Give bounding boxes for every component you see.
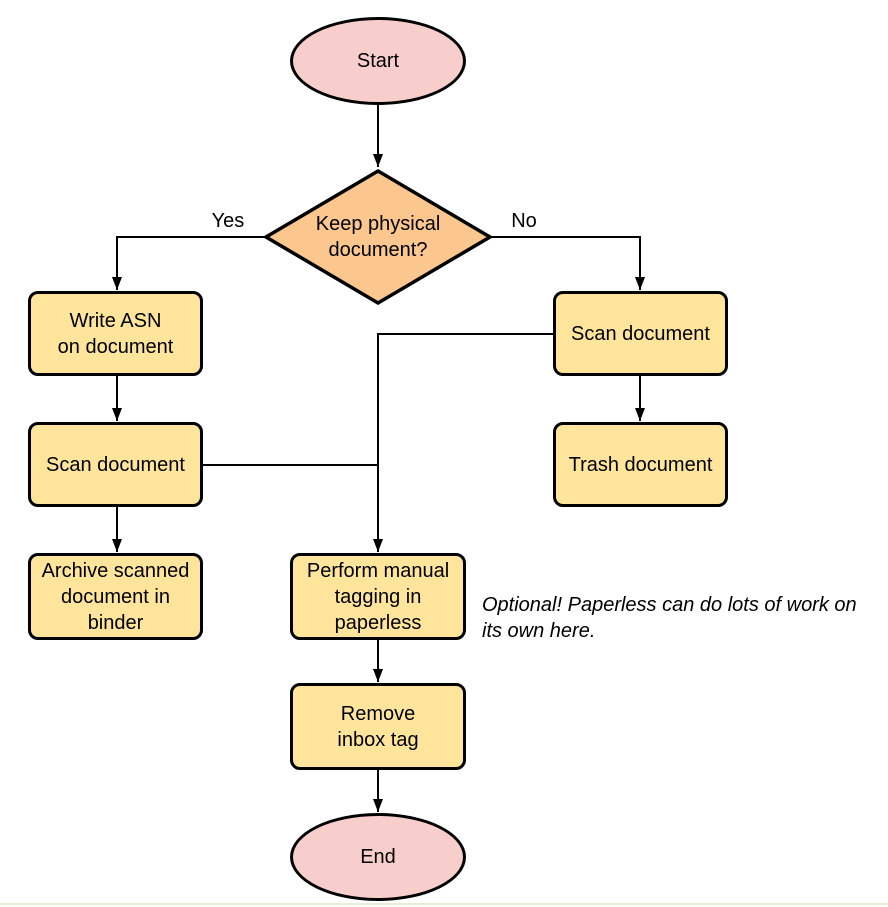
node-start-label: Start bbox=[356, 50, 400, 72]
decision-shape bbox=[262, 168, 494, 306]
node-start: Start bbox=[290, 17, 466, 105]
edge-decision-yes-to-write-asn bbox=[112, 236, 265, 290]
node-scan-left: Scan document bbox=[28, 422, 203, 507]
node-archive: Archive scanned document in binder bbox=[28, 553, 203, 640]
node-remove-inbox-label: Remove inbox tag bbox=[337, 702, 419, 751]
edge-label-yes: Yes bbox=[211, 210, 245, 232]
node-scan-left-label: Scan document bbox=[46, 453, 185, 476]
node-write-asn-label: Write ASN on document bbox=[57, 309, 174, 358]
node-decision-label: Keep physical document? bbox=[315, 213, 441, 261]
edge-label-no: No bbox=[511, 210, 537, 232]
node-remove-inbox: Remove inbox tag bbox=[290, 683, 466, 770]
node-tagging-label: Perform manual tagging in paperless bbox=[306, 559, 450, 634]
node-scan-right-label: Scan document bbox=[571, 322, 710, 345]
node-archive-label: Archive scanned document in binder bbox=[41, 559, 190, 634]
node-scan-right: Scan document bbox=[553, 291, 728, 376]
node-trash: Trash document bbox=[553, 422, 728, 507]
note-optional: Optional! Paperless can do lots of work … bbox=[482, 594, 857, 642]
edge-decision-no-to-scan-right bbox=[491, 236, 645, 290]
node-end-label: End bbox=[360, 846, 396, 868]
bottom-rule bbox=[0, 903, 888, 905]
node-tagging: Perform manual tagging in paperless bbox=[290, 553, 466, 640]
node-write-asn: Write ASN on document bbox=[28, 291, 203, 376]
edge-scan-right-to-tagging bbox=[373, 333, 553, 552]
node-end: End bbox=[290, 813, 466, 901]
node-trash-label: Trash document bbox=[568, 453, 713, 476]
